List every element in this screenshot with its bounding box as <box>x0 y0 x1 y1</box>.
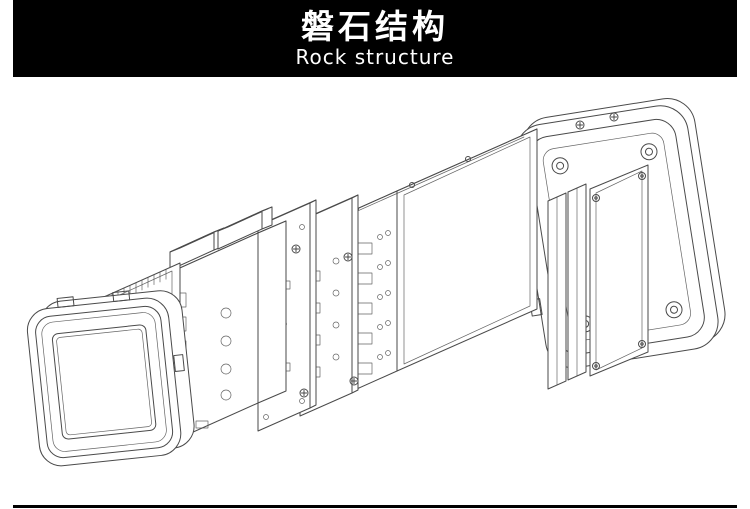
mounting-clip <box>56 296 75 308</box>
screw-icon <box>343 252 353 262</box>
mounting-clip <box>173 354 185 372</box>
screw-icon <box>299 388 309 398</box>
rear-mounting-frame <box>589 164 649 377</box>
screw-holes <box>592 172 646 370</box>
mounting-clip <box>112 290 131 303</box>
exploded-view-drawing <box>26 98 726 467</box>
page-subtitle: Rock structure <box>295 45 455 70</box>
front-bezel <box>26 290 195 467</box>
display-window <box>51 324 157 440</box>
finned-connector <box>217 206 273 250</box>
screw-icon <box>349 376 359 386</box>
title-banner: 磐石结构 Rock structure <box>13 0 737 77</box>
screw-icon <box>575 120 585 130</box>
page-title: 磐石结构 <box>301 6 449 46</box>
screw-icon <box>291 244 301 254</box>
screw-icon <box>609 112 619 122</box>
exploded-view-diagram <box>0 81 750 505</box>
bottom-border <box>13 505 737 508</box>
sealing-gaskets <box>547 183 587 390</box>
